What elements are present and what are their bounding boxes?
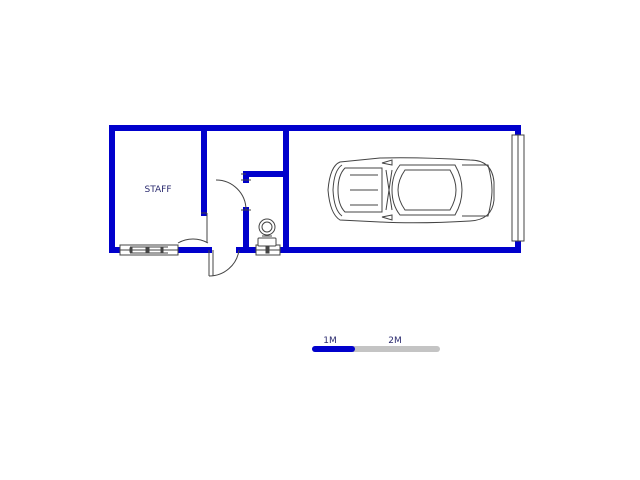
room-label-staff: STAFF (144, 185, 171, 195)
window-staff (119, 244, 179, 256)
scale-label-1m: 1M (323, 336, 337, 346)
scale-bar: 1M 2M (312, 336, 440, 352)
garage-door (511, 134, 525, 242)
door-swing-wc (215, 179, 247, 211)
scale-label-2m: 2M (388, 336, 402, 346)
door-swing-staff (177, 238, 209, 244)
toilet-icon (257, 218, 277, 247)
door-swings (177, 179, 247, 277)
car-icon (327, 157, 495, 224)
